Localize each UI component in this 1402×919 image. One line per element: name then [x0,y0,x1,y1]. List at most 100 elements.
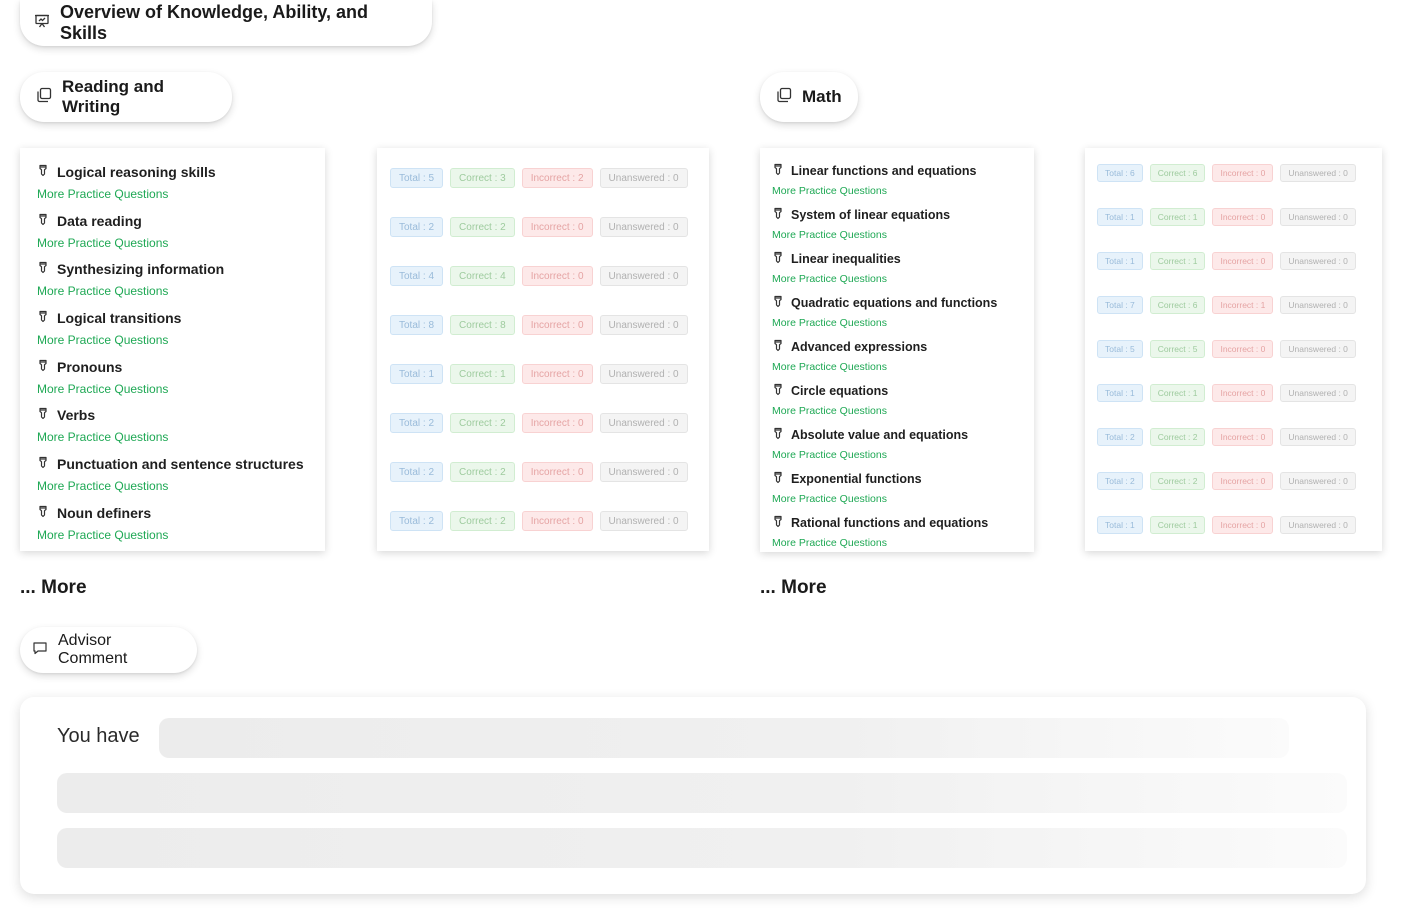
page-title: Overview of Knowledge, Ability, and Skil… [60,2,369,43]
skill-name: Advanced expressions [791,340,928,354]
incorrect-badge: Incorrect : 2 [521,168,593,188]
page-title-pill: Overview of Knowledge, Ability, and Skil… [20,0,432,46]
incorrect-badge: Incorrect : 0 [521,315,593,335]
correct-badge: Correct : 4 [450,266,515,286]
skill-title: Punctuation and sentence structures [37,452,325,476]
skill-title: Synthesizing information [37,257,325,281]
skill-title: Noun definers [37,501,325,525]
section-header-math: Math [760,72,858,122]
more-practice-questions-link[interactable]: More Practice Questions [772,229,887,241]
total-badge: Total : 2 [390,413,444,433]
more-practice-questions-link[interactable]: More Practice Questions [37,381,169,396]
copy-icon [776,87,792,108]
trophy-icon [37,310,49,326]
correct-badge: Correct : 2 [450,462,515,482]
math-more-link[interactable]: ... More [760,577,827,598]
correct-badge: Correct : 2 [450,511,515,531]
unanswered-badge: Unanswered : 0 [1280,164,1356,182]
total-badge: Total : 6 [1097,164,1143,182]
more-practice-questions-link[interactable]: More Practice Questions [772,537,887,549]
total-badge: Total : 1 [1097,252,1143,270]
skill-name: Punctuation and sentence structures [57,456,304,473]
total-badge: Total : 5 [1097,340,1143,358]
correct-badge: Correct : 3 [450,168,515,188]
total-badge: Total : 8 [390,315,444,335]
trophy-icon [37,164,49,180]
incorrect-badge: Incorrect : 0 [521,511,593,531]
correct-badge: Correct : 2 [1149,472,1206,490]
more-practice-questions-link[interactable]: More Practice Questions [37,235,169,250]
skill-name: Absolute value and equations [791,428,969,442]
more-practice-questions-link[interactable]: More Practice Questions [37,479,169,494]
skill-name: Data reading [57,212,142,229]
unanswered-badge: Unanswered : 0 [1280,252,1356,270]
more-practice-questions-link[interactable]: More Practice Questions [772,361,887,373]
more-practice-questions-link[interactable]: More Practice Questions [772,449,887,461]
unanswered-badge: Unanswered : 0 [599,413,688,433]
incorrect-badge: Incorrect : 0 [1212,340,1274,358]
trophy-icon [772,427,784,443]
trophy-icon [772,295,784,311]
skill-name: Logical transitions [57,310,182,327]
more-practice-questions-link[interactable]: More Practice Questions [37,187,169,201]
total-badge: Total : 2 [1097,428,1143,446]
unanswered-badge: Unanswered : 0 [1280,516,1356,534]
more-practice-questions-link[interactable]: More Practice Questions [772,317,887,329]
advisor-comment-title: Advisor Comment [58,632,128,667]
more-practice-questions-link[interactable]: More Practice Questions [772,405,887,417]
trophy-icon [772,251,784,267]
correct-badge: Correct : 1 [1149,516,1206,534]
incorrect-badge: Incorrect : 0 [521,266,593,286]
more-practice-questions-link[interactable]: More Practice Questions [37,430,169,445]
incorrect-badge: Incorrect : 0 [1212,164,1274,182]
more-practice-questions-link[interactable]: More Practice Questions [772,493,887,505]
section-header-reading-writing: Reading and Writing [20,72,232,122]
more-practice-questions-link[interactable]: More Practice Questions [772,273,887,285]
correct-badge: Correct : 2 [450,217,515,237]
incorrect-badge: Incorrect : 0 [521,364,593,384]
skill-name: Verbs [57,407,96,424]
more-practice-questions-link[interactable]: More Practice Questions [37,284,169,299]
trophy-icon [37,213,49,229]
more-practice-questions-link[interactable]: More Practice Questions [37,333,169,348]
unanswered-badge: Unanswered : 0 [599,364,688,384]
advisor-comment-box: You have [20,697,1366,894]
skill-title: Verbs [37,403,325,427]
copy-icon [36,87,52,108]
unanswered-badge: Unanswered : 0 [1280,208,1356,226]
skill-title: Exponential functions [772,468,1034,490]
more-practice-questions-link[interactable]: More Practice Questions [772,185,887,197]
incorrect-badge: Incorrect : 0 [521,217,593,237]
trophy-icon [772,163,784,179]
incorrect-badge: Incorrect : 0 [1212,208,1274,226]
skill-title: Absolute value and equations [772,424,1034,446]
reading-writing-more-link[interactable]: ... More [20,577,87,598]
skill-name: Circle equations [791,384,889,398]
skill-name: System of linear equations [791,208,951,222]
more-practice-questions-link[interactable]: More Practice Questions [37,527,169,542]
skill-title: Linear functions and equations [772,160,1034,182]
section-title: Reading and Writing [62,77,165,116]
